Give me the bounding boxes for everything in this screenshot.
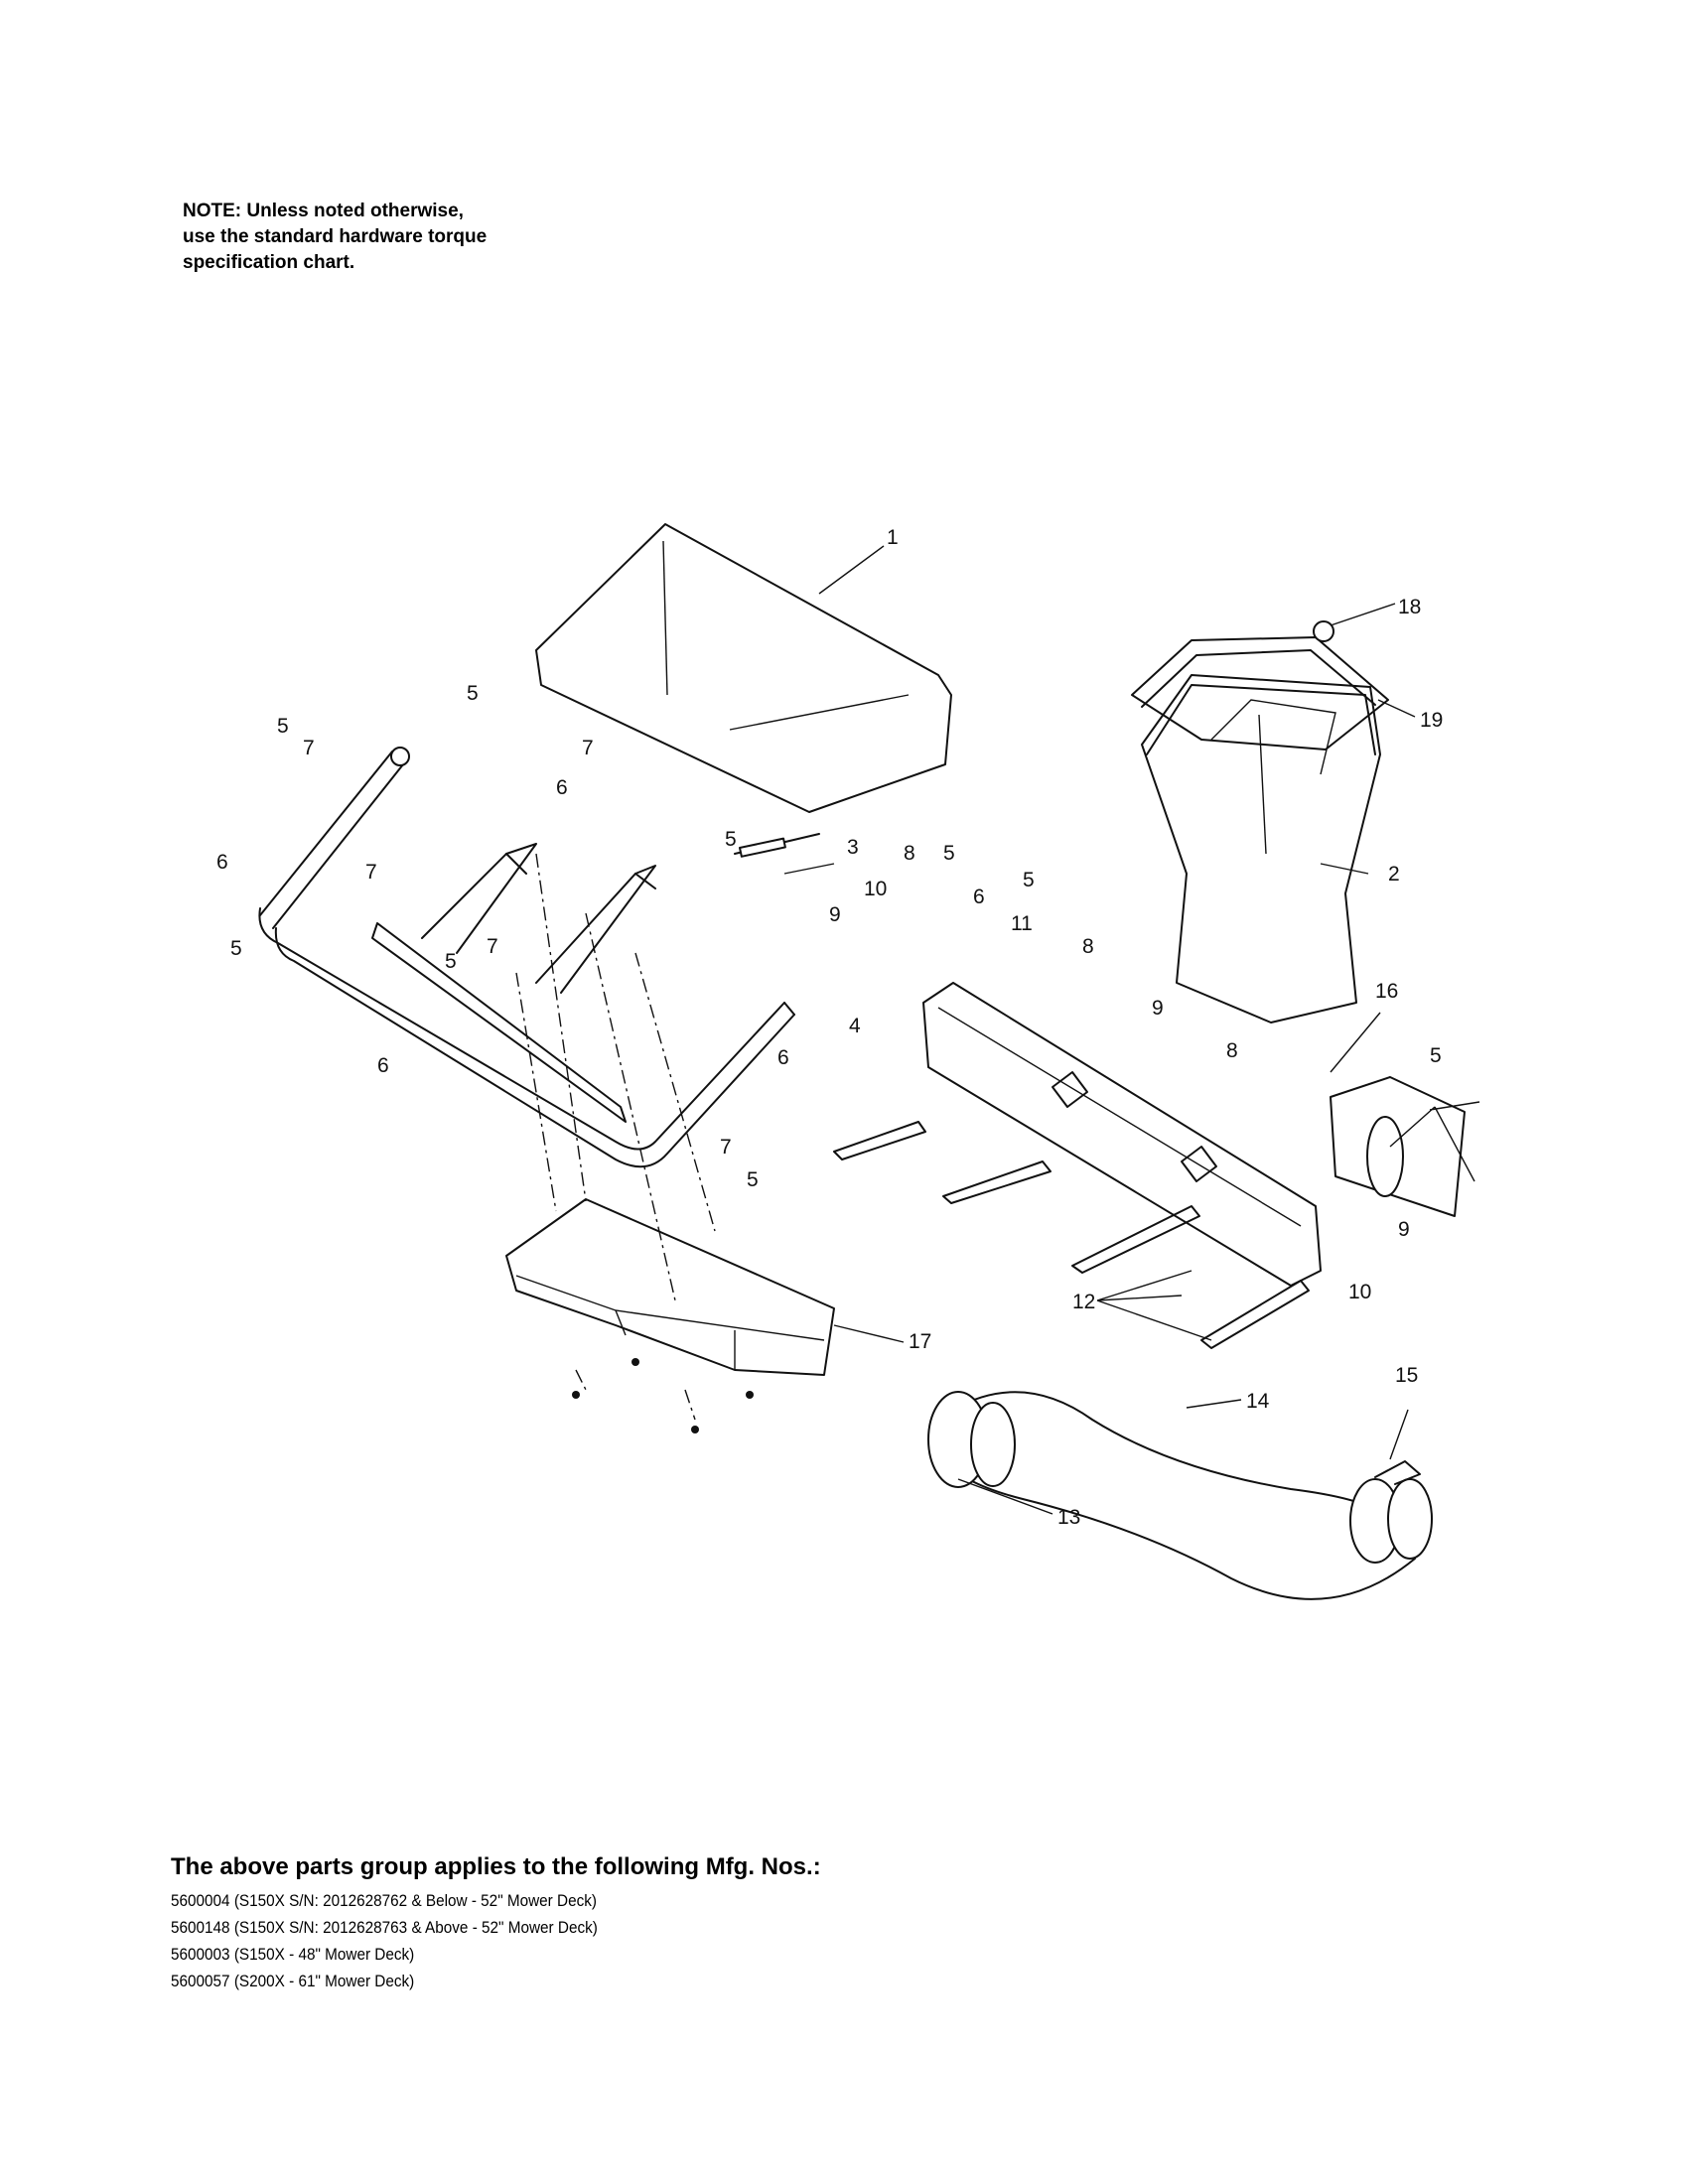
applies-item: 5600057 (S200X - 61" Mower Deck) xyxy=(171,1972,415,1990)
part-14-hose xyxy=(927,1391,1433,1600)
callout-11: 11 xyxy=(1011,912,1033,935)
callout-6: 6 xyxy=(216,851,228,874)
note-line: NOTE: Unless noted otherwise, xyxy=(183,201,464,221)
callout-8: 8 xyxy=(1226,1039,1238,1062)
part-16-adapter xyxy=(1330,1076,1466,1217)
callout-8: 8 xyxy=(904,842,915,865)
leader-lines xyxy=(783,545,1480,1515)
callout-5: 5 xyxy=(747,1168,759,1191)
callout-labels: 1 2 3 4 5 5 5 5 5 5 5 5 5 6 6 6 6 6 7 7 … xyxy=(216,526,1443,1529)
callout-9: 9 xyxy=(1398,1218,1410,1241)
applies-item: 5600004 (S150X S/N: 2012628762 & Below -… xyxy=(171,1891,597,1910)
part-2-bag xyxy=(1141,674,1381,1024)
callout-6: 6 xyxy=(973,886,985,908)
left-frame xyxy=(258,747,795,1168)
callout-19: 19 xyxy=(1420,709,1443,732)
callout-5: 5 xyxy=(1430,1044,1442,1067)
callout-6: 6 xyxy=(777,1046,789,1069)
applies-title: The above parts group applies to the fol… xyxy=(171,1853,821,1880)
right-frame xyxy=(833,982,1322,1349)
note-line: specification chart. xyxy=(183,252,355,273)
part-19-bag-frame xyxy=(1131,620,1389,751)
callout-7: 7 xyxy=(720,1136,732,1159)
callout-10: 10 xyxy=(1348,1281,1371,1303)
callout-7: 7 xyxy=(487,935,498,958)
callout-6: 6 xyxy=(377,1054,389,1077)
callout-9: 9 xyxy=(829,903,841,926)
callout-16: 16 xyxy=(1375,980,1398,1003)
callout-5: 5 xyxy=(1023,869,1035,891)
callout-7: 7 xyxy=(303,737,315,759)
callout-2: 2 xyxy=(1388,863,1400,886)
callout-9: 9 xyxy=(1152,997,1164,1020)
torque-note: NOTE: Unless noted otherwise, use the st… xyxy=(183,199,487,276)
callout-17: 17 xyxy=(909,1330,931,1353)
applies-item: 5600003 (S150X - 48" Mower Deck) xyxy=(171,1945,415,1964)
callout-3: 3 xyxy=(847,836,859,859)
callout-6: 6 xyxy=(556,776,568,799)
callout-5: 5 xyxy=(467,682,479,705)
part-3-gas-spring xyxy=(734,833,820,858)
callout-18: 18 xyxy=(1398,596,1421,618)
callout-7: 7 xyxy=(365,861,377,884)
applies-to-list: The above parts group applies to the fol… xyxy=(171,1853,821,1994)
callout-14: 14 xyxy=(1246,1390,1270,1413)
callout-12: 12 xyxy=(1072,1291,1095,1313)
callout-5: 5 xyxy=(230,937,242,960)
part-17-deflector xyxy=(505,853,835,1433)
applies-item: 5600148 (S150X S/N: 2012628763 & Above -… xyxy=(171,1918,598,1937)
callout-15: 15 xyxy=(1395,1364,1418,1387)
callout-5: 5 xyxy=(277,715,289,738)
callout-5: 5 xyxy=(725,828,737,851)
callout-8: 8 xyxy=(1082,935,1094,958)
callout-7: 7 xyxy=(582,737,594,759)
callout-5: 5 xyxy=(445,950,457,973)
callout-4: 4 xyxy=(849,1015,861,1037)
callout-10: 10 xyxy=(864,878,887,900)
callout-13: 13 xyxy=(1057,1506,1080,1529)
callout-1: 1 xyxy=(887,526,899,549)
callout-5: 5 xyxy=(943,842,955,865)
part-1-cover xyxy=(535,523,952,813)
note-line: use the standard hardware torque xyxy=(183,226,488,247)
